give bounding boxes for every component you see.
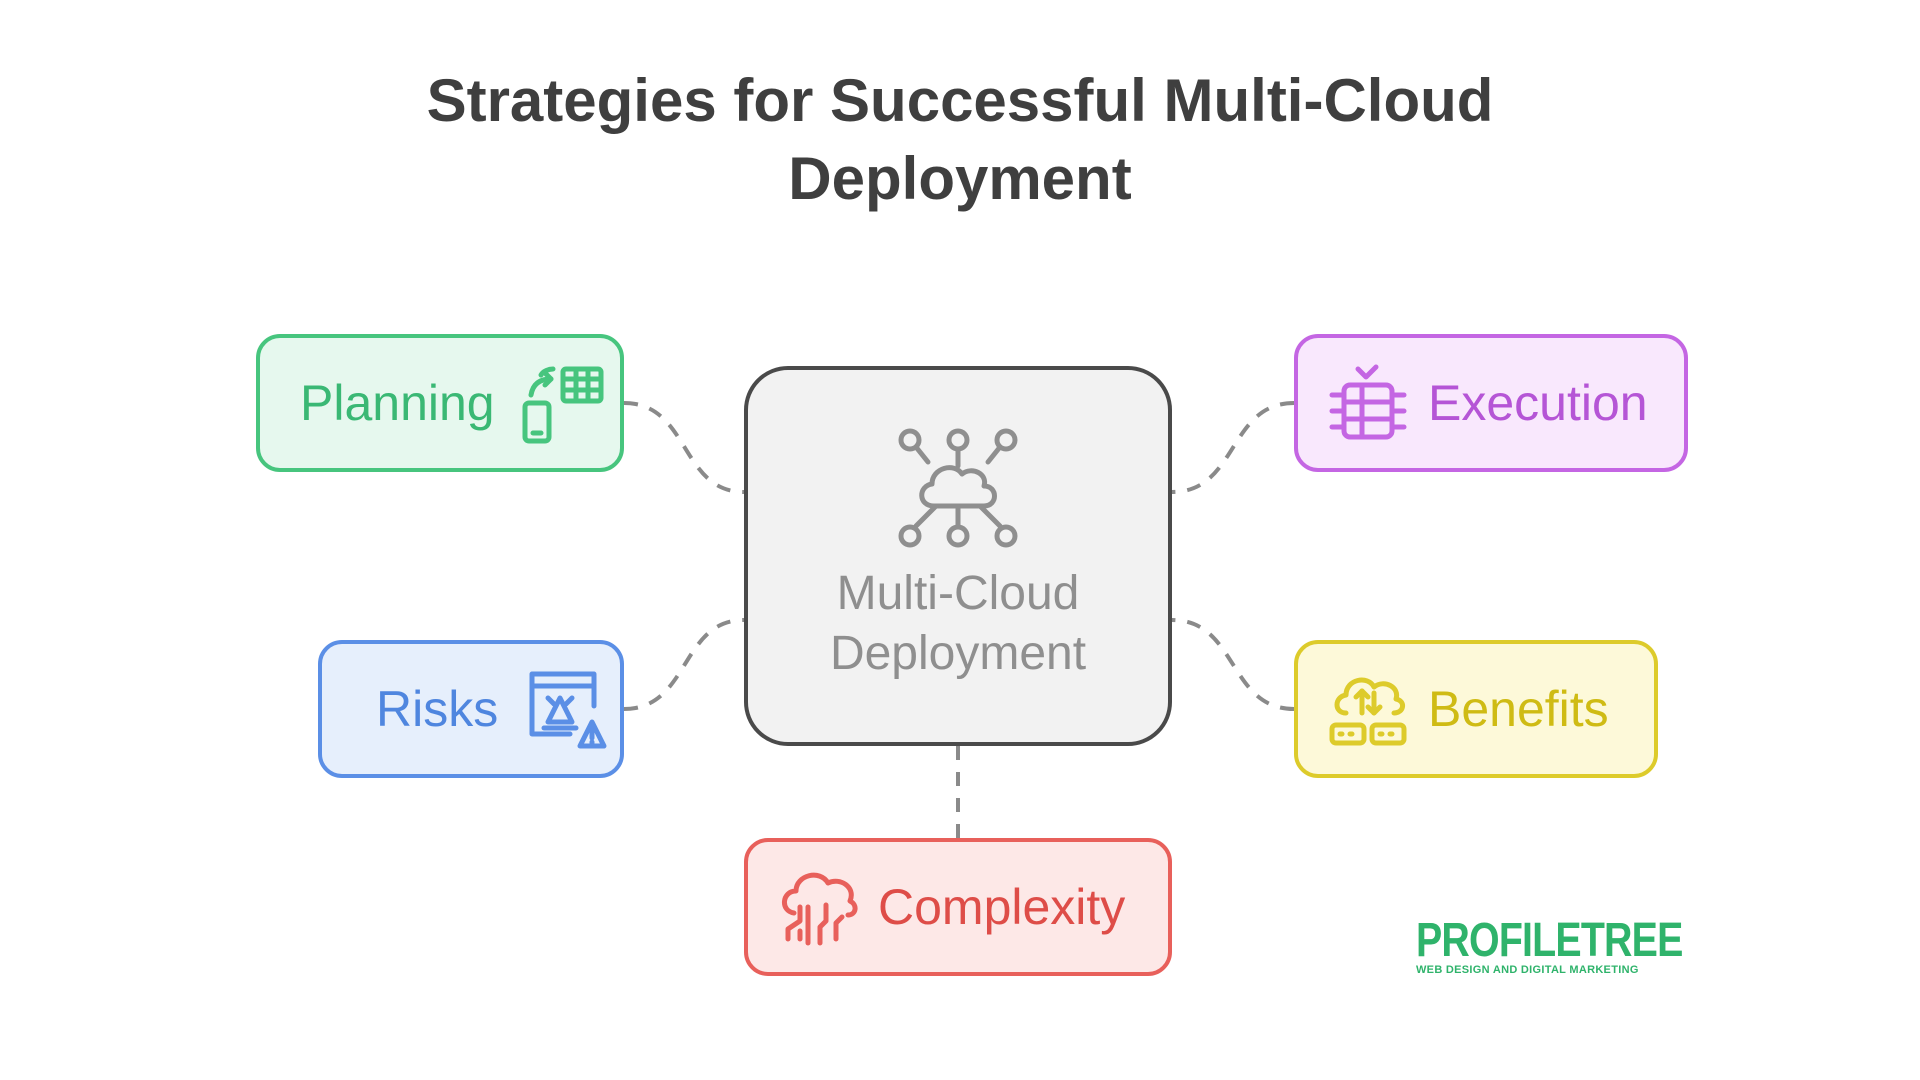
- complexity-node: Complexity: [744, 838, 1172, 976]
- connector-execution: [1171, 401, 1295, 494]
- logo-tagline: WEB DESIGN AND DIGITAL MARKETING: [1416, 964, 1639, 976]
- planning-label: Planning: [300, 375, 495, 431]
- benefits-node: Benefits: [1294, 640, 1658, 778]
- cloud-circuit-icon: [782, 872, 858, 946]
- complexity-label: Complexity: [878, 879, 1126, 935]
- device-sync-spreadsheet-icon: [522, 366, 604, 444]
- profiletree-logo: PROFILETREE WEB DESIGN AND DIGITAL MARKE…: [1412, 912, 1712, 1002]
- connector-benefits: [1171, 618, 1295, 711]
- center-label: Multi-Cloud Deployment: [830, 564, 1086, 684]
- connector-risks: [623, 618, 745, 711]
- logo-brand: PROFILETREE: [1416, 914, 1683, 967]
- risk-warning-document-icon: [529, 671, 607, 749]
- center-label-line-2: Deployment: [829, 627, 1087, 680]
- center-node: Multi-Cloud Deployment: [744, 366, 1172, 746]
- diagram-title: Strategies for Successful Multi-Cloud De…: [0, 62, 1920, 218]
- server-check-icon: [1329, 364, 1407, 440]
- center-label-line-1: Multi-Cloud: [836, 567, 1080, 620]
- cloud-transfer-servers-icon: [1329, 677, 1407, 746]
- title-line-1: Strategies for Successful Multi-Cloud: [426, 67, 1494, 134]
- execution-node: Execution: [1294, 334, 1688, 472]
- cloud-network-icon: [898, 428, 1018, 548]
- benefits-label: Benefits: [1428, 681, 1609, 737]
- title-line-2: Deployment: [788, 145, 1132, 212]
- planning-node: Planning: [256, 334, 624, 472]
- risks-label: Risks: [376, 681, 499, 737]
- execution-label: Execution: [1428, 375, 1648, 431]
- risks-node: Risks: [318, 640, 624, 778]
- connector-planning: [623, 401, 745, 494]
